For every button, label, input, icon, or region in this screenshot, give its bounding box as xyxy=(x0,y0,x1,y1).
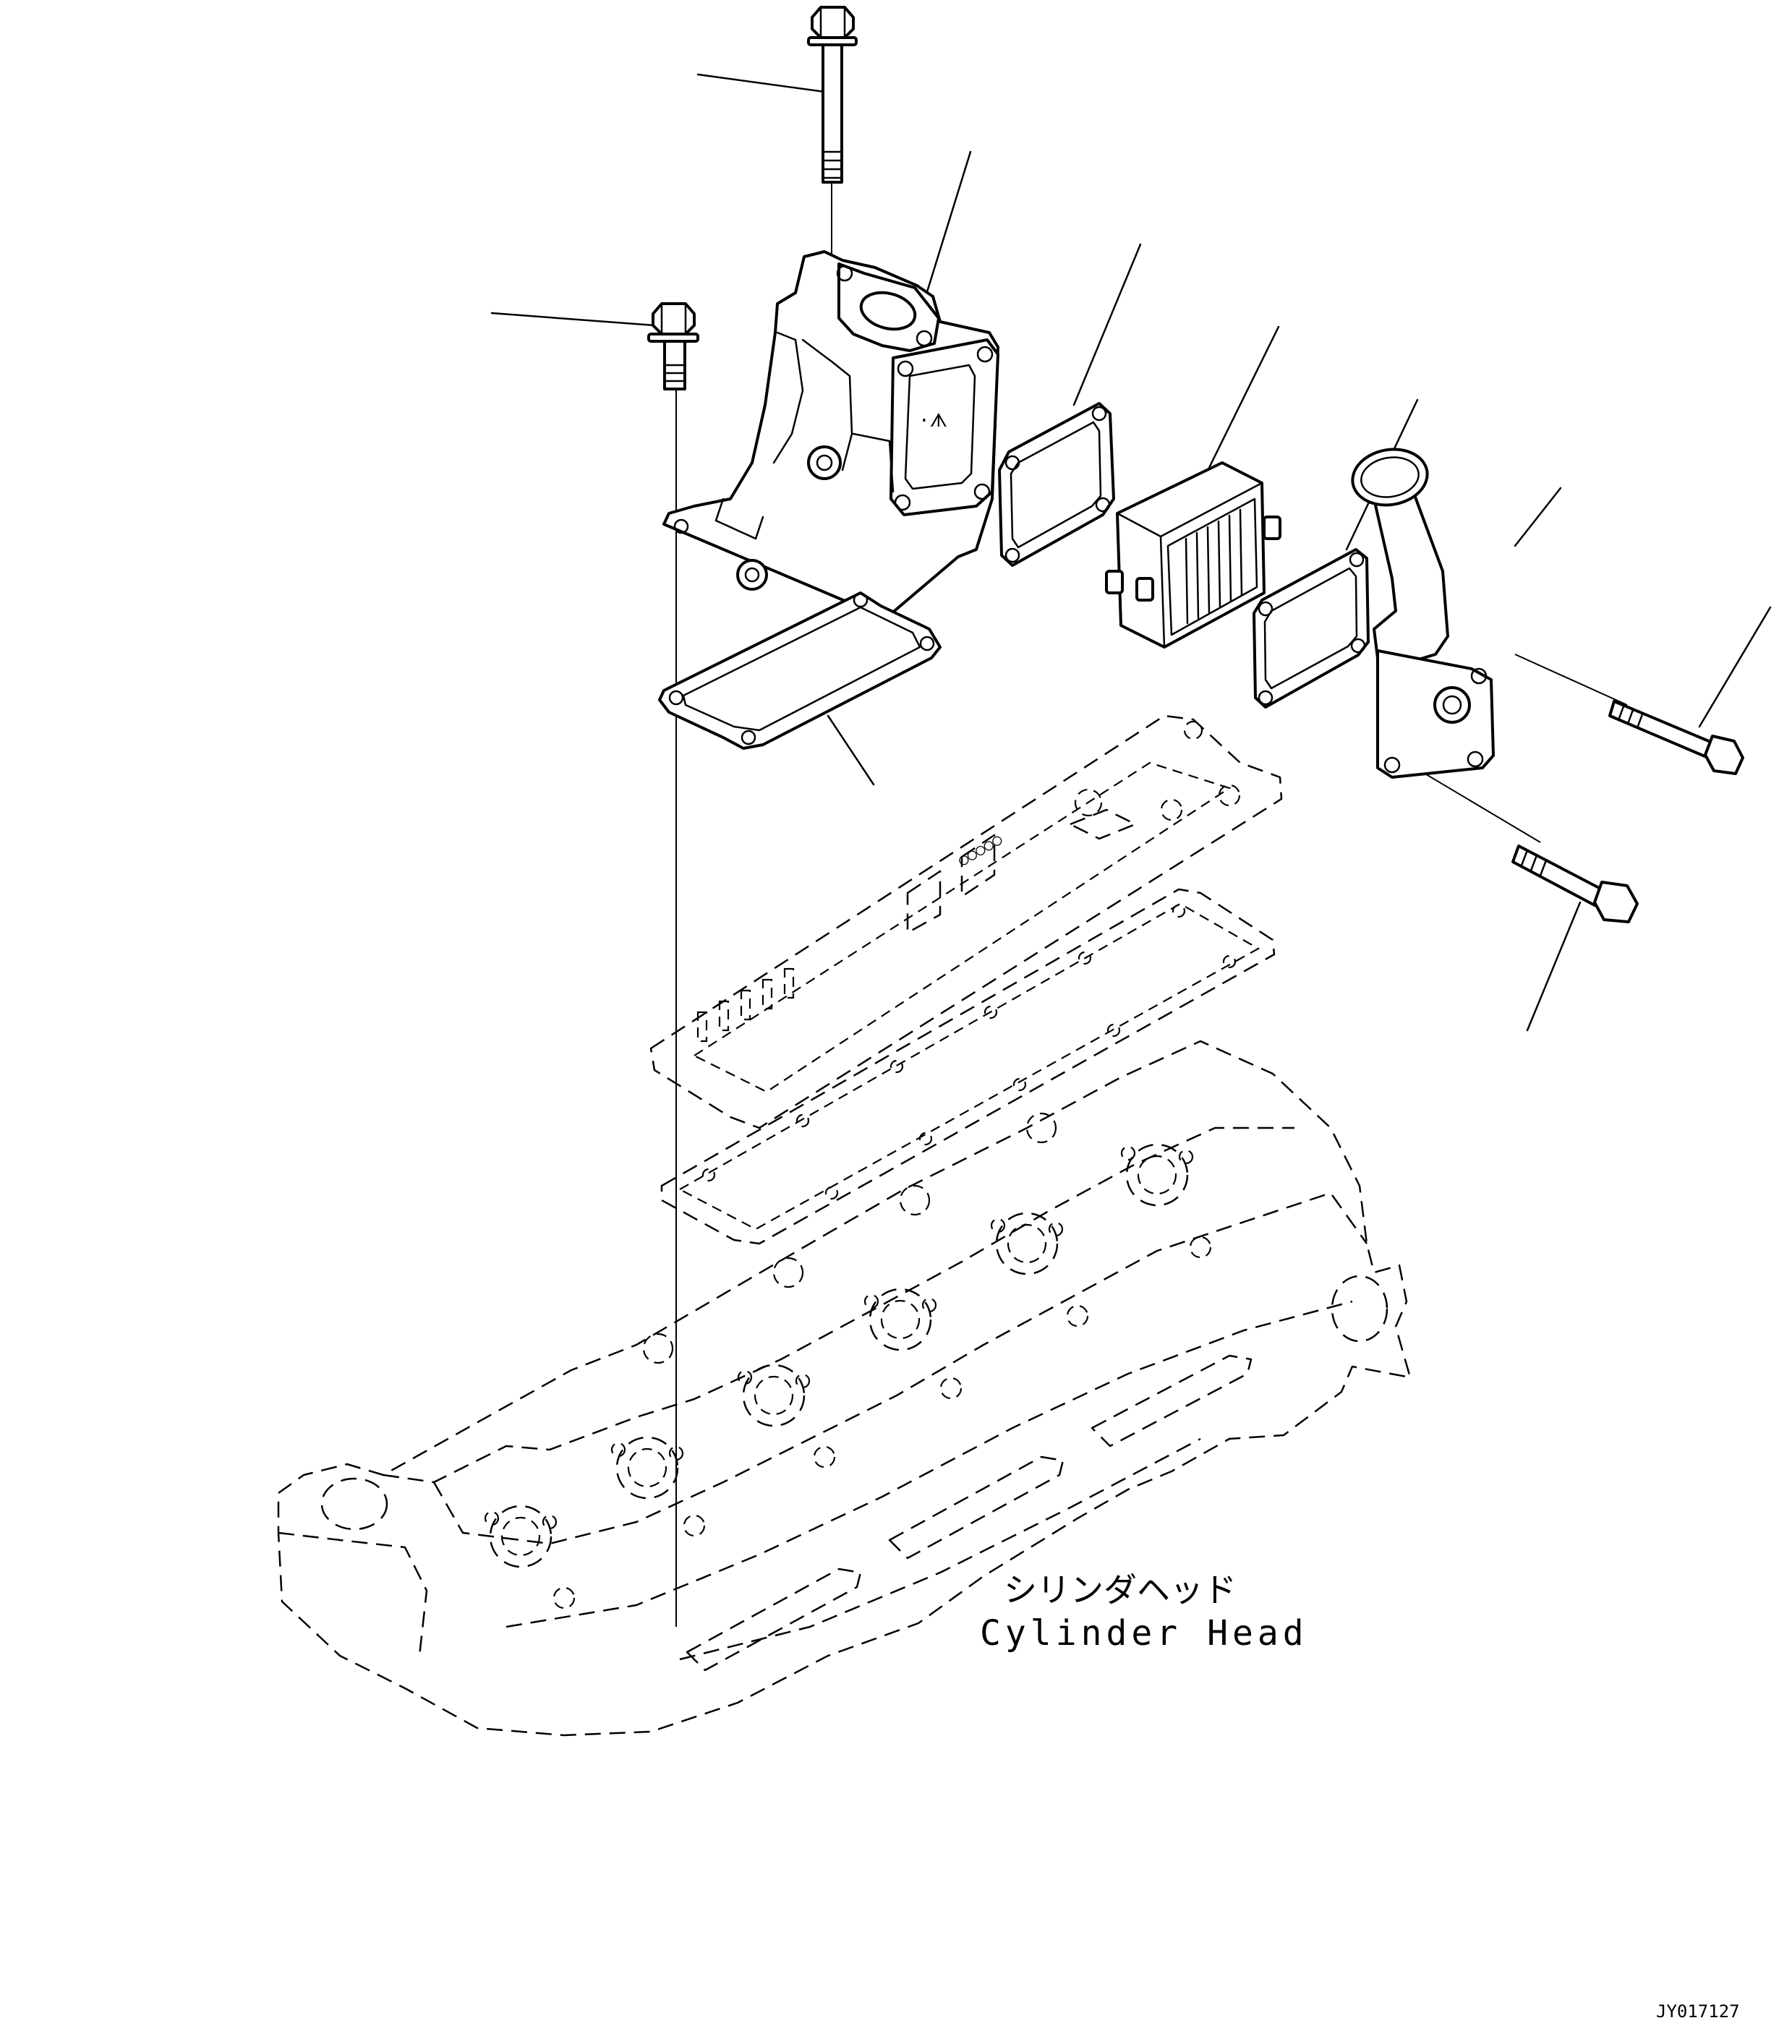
leader-short-bolt xyxy=(490,312,656,327)
front-flange-opening xyxy=(904,364,976,490)
cover-slots xyxy=(696,967,795,1043)
elbow-pipe xyxy=(1351,448,1495,779)
leader-bottom-gasket xyxy=(827,714,875,786)
reference-cover: ○○○○○ xyxy=(649,714,1283,1129)
figure-code: JY017127 xyxy=(1656,2001,1740,2022)
gasket-inner xyxy=(682,606,921,732)
fitting-left xyxy=(1105,570,1124,594)
leader-long-bolt xyxy=(696,73,832,94)
gasket-outer xyxy=(998,402,1115,567)
fitting-right xyxy=(1263,516,1281,540)
bolt-head xyxy=(1704,735,1744,775)
side-boss xyxy=(807,445,842,480)
top-port xyxy=(859,291,917,331)
long-bolt xyxy=(807,6,858,184)
housing: ·ᗑ xyxy=(662,250,999,620)
reference-cylinder-head xyxy=(277,1040,1412,1737)
cylinder-head-label-en: Cylinder Head xyxy=(980,1613,1308,1654)
base-boss xyxy=(736,559,768,591)
bolt-right-upper xyxy=(1608,700,1744,775)
port-left xyxy=(320,1477,388,1531)
bolt-head xyxy=(811,6,855,39)
leader-housing xyxy=(924,150,972,298)
short-bolt xyxy=(647,302,699,390)
pipe-boss xyxy=(1433,686,1471,724)
gasket-inner xyxy=(1010,421,1102,549)
gasket-bottom xyxy=(658,591,942,750)
bolt-right-lower xyxy=(1511,844,1639,923)
cylinder-head-label-jp: シリンダヘッド xyxy=(1004,1570,1237,1609)
bolt-shank xyxy=(1608,700,1715,759)
leader-bolt-right-upper xyxy=(1698,606,1772,728)
bolt-head xyxy=(652,302,696,335)
cover-outline xyxy=(649,714,1283,1129)
leader-element xyxy=(1205,325,1280,475)
element-body xyxy=(1116,461,1266,649)
center-line-right-upper xyxy=(1514,654,1628,706)
gasket-inner xyxy=(1263,567,1358,690)
leader-bolt-right-lower xyxy=(1526,901,1582,1032)
bolt-head xyxy=(1593,881,1639,923)
element-fins xyxy=(1185,508,1243,625)
port-right xyxy=(1331,1275,1388,1343)
casting-mark: ·ᗑ xyxy=(918,410,947,432)
cover-gasket-outline xyxy=(660,888,1276,1245)
cylinder-bores xyxy=(489,1143,1189,1568)
reference-cover-gasket xyxy=(660,888,1276,1245)
injector-bosses xyxy=(484,1145,1194,1530)
svg-text:○○○○○: ○○○○○ xyxy=(955,830,1007,870)
gasket-upper xyxy=(998,402,1115,567)
cooler-element xyxy=(1105,461,1281,649)
leader-gasket-upper xyxy=(1072,243,1142,406)
leader-elbow-pipe xyxy=(1514,487,1562,547)
gasket-outer xyxy=(658,591,942,750)
gasket-outer xyxy=(1253,548,1370,709)
gasket-right xyxy=(1253,548,1370,709)
head-outline xyxy=(277,1040,1412,1737)
head-bolt-holes xyxy=(552,1112,1212,1609)
